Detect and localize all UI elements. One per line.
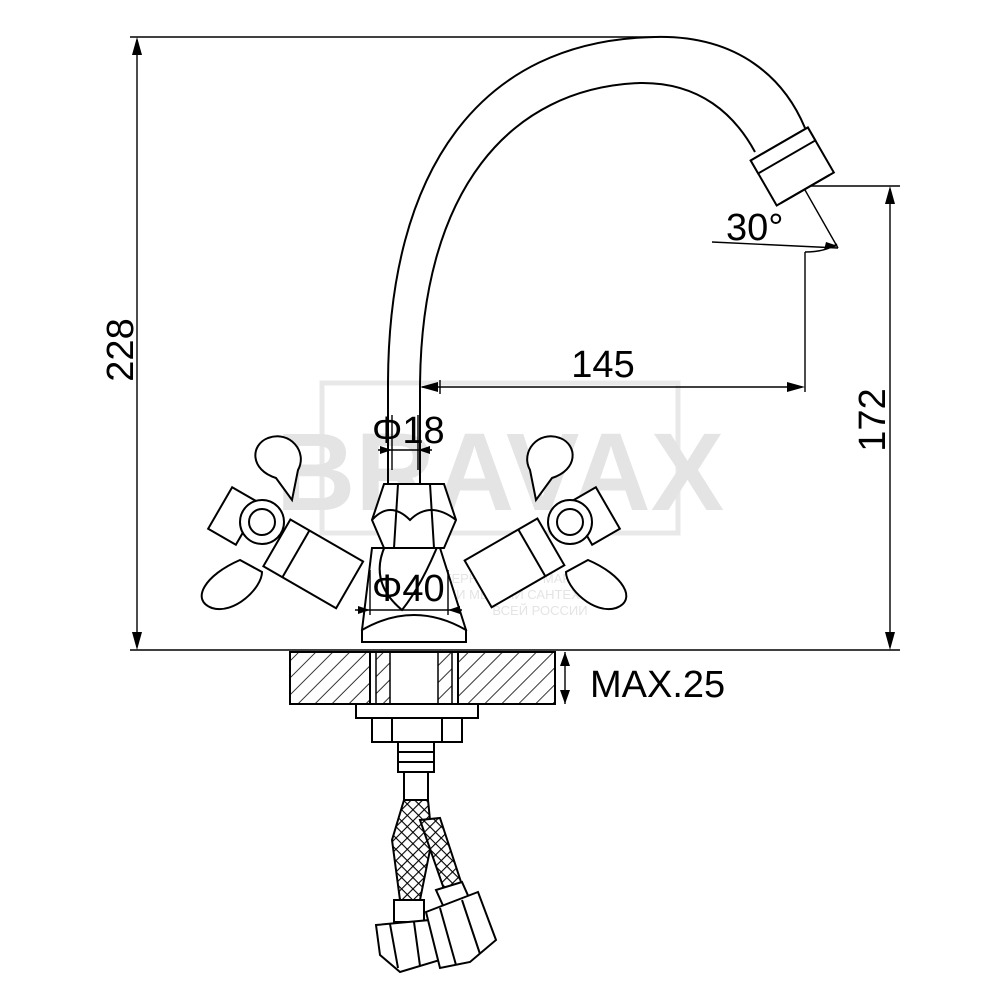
dimension-base-diameter: Φ40 <box>355 568 462 615</box>
spout-inner-edge <box>419 81 756 488</box>
left-handle-upper-lever <box>254 435 302 503</box>
dimension-spout-angle: 30° <box>711 189 839 253</box>
countertop-section <box>289 651 556 705</box>
dimension-spout-reach: 145 <box>420 344 805 392</box>
watermark: BRAVAX ИНТЕРНЕТ-СУПЕРМАРКЕТ ТЕХНИКИ МЕБЕ… <box>276 380 724 618</box>
spout-outer-edge <box>387 35 806 488</box>
hose-ferrule <box>403 771 429 801</box>
mounting-hardware <box>355 703 479 773</box>
spout-angle-label: 30° <box>726 207 783 249</box>
dimension-spout-height: 172 <box>852 186 895 650</box>
spout-aerator <box>749 126 836 207</box>
right-handle-lower-lever <box>564 558 628 611</box>
pipe-diameter-label: Φ18 <box>372 410 445 452</box>
watermark-line3: ВСЕЙ РОССИИ <box>492 603 587 618</box>
right-valve-handle <box>463 435 628 611</box>
dimension-max-thickness: MAX.25 <box>560 652 725 706</box>
hose-left-braid <box>390 799 434 901</box>
spout-hex-nut <box>370 483 458 549</box>
left-handle-lower-lever <box>200 558 264 611</box>
base-diameter-label: Φ40 <box>372 568 445 610</box>
dimension-pipe-diameter: Φ18 <box>372 410 445 470</box>
left-valve-handle <box>200 435 365 611</box>
watermark-frame <box>319 380 681 536</box>
dimension-total-height: 228 <box>100 37 142 650</box>
right-hose-nut <box>424 890 498 970</box>
spout <box>387 35 836 488</box>
spout-height-label: 172 <box>852 388 894 451</box>
flexible-hoses <box>374 771 498 974</box>
right-handle-upper-lever <box>526 435 574 503</box>
spout-reach-label: 145 <box>571 344 634 386</box>
total-height-label: 228 <box>100 318 142 381</box>
max-thickness-label: MAX.25 <box>590 664 725 706</box>
watermark-brand: BRAVAX <box>276 411 724 534</box>
